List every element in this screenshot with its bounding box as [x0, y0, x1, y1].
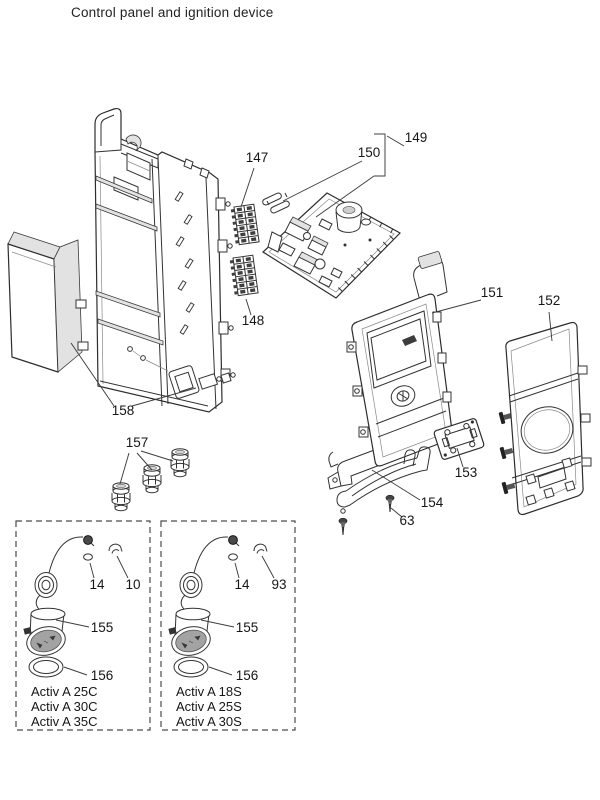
cable-glands-157-drawing — [111, 448, 190, 512]
leader-lines — [70, 133, 553, 518]
variant-box-s: 14 93 155 156 Activ A 18S Activ A 25S Ac… — [160, 520, 296, 731]
part-labels: 147 150 149 148 151 152 158 157 153 154 … — [112, 130, 561, 528]
model-name: Activ A 30S — [176, 714, 242, 729]
cover-158-drawing — [7, 231, 89, 373]
bracket-154-drawing — [336, 446, 431, 514]
part-label-14: 14 — [234, 577, 250, 592]
part-label-148: 148 — [242, 313, 265, 328]
part-label-157: 157 — [126, 435, 149, 450]
terminal-block-147-drawing — [230, 203, 260, 246]
part-label-154: 154 — [421, 495, 444, 510]
part-label-156: 156 — [236, 668, 259, 683]
fuses-150-drawing — [262, 192, 290, 214]
page-title: Control panel and ignition device — [71, 5, 274, 20]
connector-plate-153-drawing — [433, 418, 485, 460]
gauge-drawing — [167, 535, 268, 678]
part-label-155: 155 — [236, 620, 259, 635]
model-name: Activ A 25C — [31, 684, 97, 699]
screw-drawing — [338, 517, 348, 536]
part-label-151: 151 — [481, 285, 504, 300]
model-name: Activ A 30C — [31, 699, 97, 714]
part-label-93: 93 — [271, 577, 286, 592]
part-label-158: 158 — [112, 403, 135, 418]
part-label-147: 147 — [246, 150, 269, 165]
pcb-149-drawing — [262, 192, 401, 299]
variant-box-c: 14 10 155 156 Activ A 25C Activ A 30C Ac… — [15, 520, 151, 731]
part-label-10: 10 — [125, 577, 140, 592]
part-label-14: 14 — [89, 577, 105, 592]
front-panel-152-drawing — [498, 321, 592, 516]
part-label-150: 150 — [358, 145, 381, 160]
part-label-153: 153 — [455, 465, 478, 480]
housing-158-drawing — [94, 107, 236, 413]
part-label-155: 155 — [91, 620, 114, 635]
model-name: Activ A 25S — [176, 699, 242, 714]
part-label-149: 149 — [405, 130, 428, 145]
model-name: Activ A 18S — [176, 684, 242, 699]
model-name: Activ A 35C — [31, 714, 97, 729]
gauge-drawing — [22, 535, 123, 678]
part-label-152: 152 — [538, 293, 561, 308]
part-label-63: 63 — [399, 513, 414, 528]
part-label-156: 156 — [91, 668, 114, 683]
display-frame-151-drawing — [327, 251, 453, 490]
terminal-block-148-drawing — [229, 254, 259, 297]
